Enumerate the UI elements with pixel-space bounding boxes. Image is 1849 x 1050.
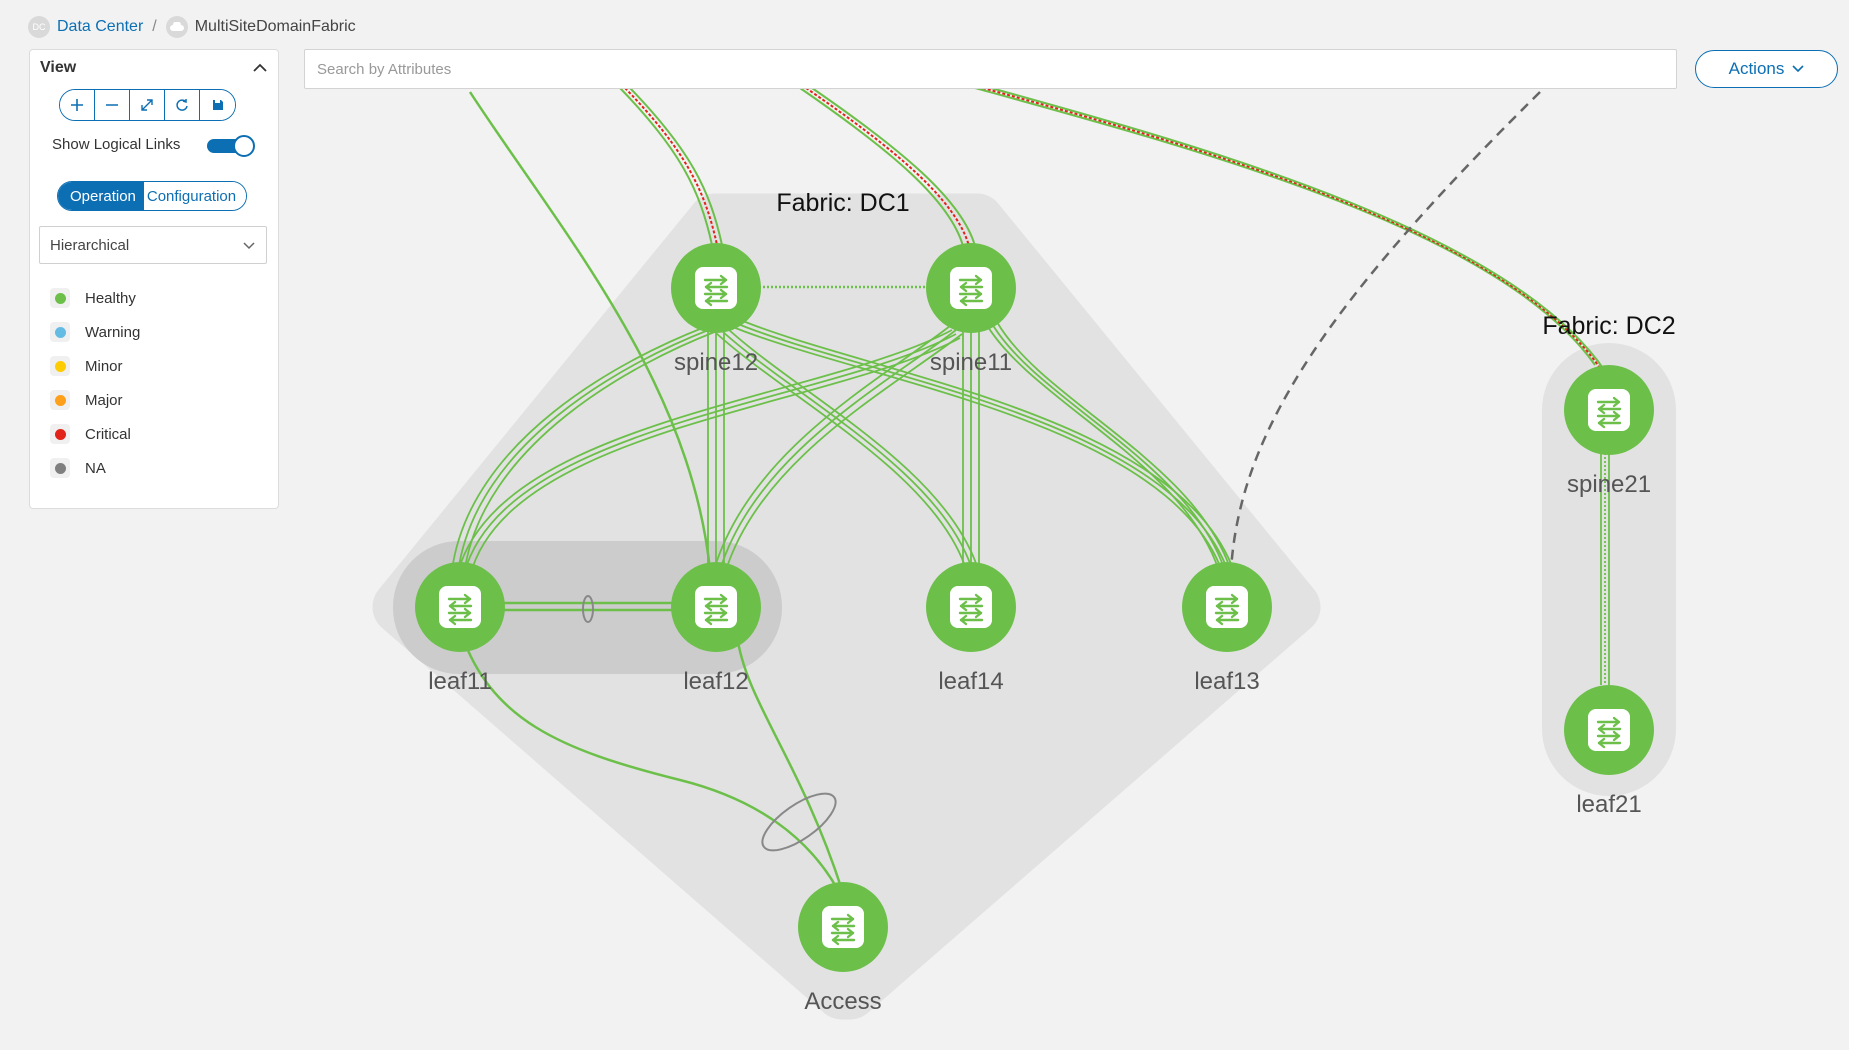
switch-icon [948, 584, 994, 630]
node-access[interactable]: Access [798, 882, 888, 1015]
node-leaf21[interactable]: leaf21 [1564, 685, 1654, 818]
layout-select-value: Hierarchical [50, 237, 130, 254]
zoom-in-button[interactable] [60, 90, 95, 120]
legend-item-healthy: Healthy [50, 281, 140, 315]
switch-icon [693, 584, 739, 630]
link-external-spine21[interactable] [974, 87, 1606, 372]
minus-icon [106, 104, 118, 106]
legend-label: Critical [85, 425, 131, 443]
node-label: leaf21 [1576, 791, 1641, 818]
link-leaf12-access[interactable] [735, 634, 844, 891]
actions-label: Actions [1728, 59, 1785, 78]
node-label: spine12 [674, 349, 758, 376]
fit-expand-icon [141, 99, 153, 111]
breadcrumb-separator: / [152, 18, 157, 35]
plus-icon [71, 99, 83, 111]
node-label: spine11 [930, 349, 1012, 376]
minor-status-dot-icon [54, 360, 66, 372]
breadcrumb: DC Data Center / MultiSiteDomainFabric [28, 14, 356, 40]
switch-icon [437, 584, 483, 630]
legend-item-minor: Minor [50, 349, 140, 383]
major-status-dot-icon [54, 394, 66, 406]
switch-icon [948, 265, 994, 311]
node-leaf14[interactable]: leaf14 [926, 562, 1016, 695]
switch-icon [1204, 584, 1250, 630]
node-label: leaf12 [683, 668, 748, 695]
switch-icon [1586, 387, 1632, 433]
node-label: leaf13 [1194, 668, 1259, 695]
data-center-icon: DC [28, 16, 50, 38]
node-spine21[interactable]: spine21 [1564, 365, 1654, 498]
chevron-down-icon [243, 242, 255, 250]
toggle-knob [233, 135, 255, 157]
node-label: leaf14 [938, 668, 1003, 695]
na-status-dot-icon [54, 462, 66, 474]
save-icon [212, 100, 223, 110]
node-leaf13[interactable]: leaf13 [1182, 562, 1272, 695]
view-panel-title: View [40, 59, 77, 76]
fabric-dc2-label: Fabric: DC2 [1542, 312, 1675, 340]
mode-segmented-control: Operation Configuration [57, 181, 248, 211]
legend-label: Major [85, 391, 123, 409]
legend-label: NA [85, 459, 106, 477]
legend-item-na: NA [50, 451, 140, 485]
breadcrumb-data-center[interactable]: Data Center [57, 18, 144, 35]
link-spine12-leaf13[interactable] [727, 318, 1233, 567]
link-spine12-leaf11[interactable] [451, 326, 718, 575]
link-spine11-leaf12[interactable] [713, 325, 963, 571]
node-label: Access [804, 988, 881, 1015]
show-logical-links-toggle[interactable] [207, 135, 255, 157]
refresh-icon [176, 99, 188, 111]
link-external-spine11[interactable] [799, 87, 976, 247]
link-leaf11-access[interactable] [458, 629, 840, 891]
switch-icon [693, 265, 739, 311]
node-label: leaf11 [428, 668, 492, 695]
status-legend: Healthy Warning Minor Major Critical NA [50, 281, 140, 485]
legend-label: Warning [85, 323, 141, 341]
fit-to-screen-button[interactable] [130, 90, 165, 120]
tab-configuration[interactable]: Configuration [143, 182, 247, 210]
link-spine12-leaf14[interactable] [715, 328, 978, 567]
refresh-button[interactable] [165, 90, 200, 120]
chevron-down-icon [1792, 65, 1804, 73]
chevron-up-icon[interactable] [252, 62, 268, 74]
node-spine11[interactable]: spine11 [926, 243, 1016, 376]
link-spine21-leaf21[interactable] [1600, 445, 1610, 685]
breadcrumb-current: MultiSiteDomainFabric [194, 18, 356, 35]
layout-select[interactable]: Hierarchical [39, 226, 267, 264]
node-label: spine21 [1567, 471, 1651, 498]
link-spine11-leaf14[interactable] [962, 330, 980, 566]
zoom-out-button[interactable] [95, 90, 130, 120]
legend-label: Minor [85, 357, 123, 375]
switch-icon [820, 904, 866, 950]
port-channel-indicator [761, 792, 837, 852]
node-leaf12[interactable]: leaf12 [671, 562, 761, 695]
node-spine12[interactable]: spine12 [671, 243, 761, 376]
switch-icon [1586, 707, 1632, 753]
fabric-dc1-label: Fabric: DC1 [776, 189, 909, 217]
node-leaf11[interactable]: leaf11 [415, 562, 505, 695]
healthy-status-dot-icon [54, 292, 66, 304]
save-layout-button[interactable] [200, 90, 235, 120]
link-external-leaf12[interactable] [468, 91, 712, 571]
show-logical-links-label: Show Logical Links [52, 136, 181, 153]
legend-item-critical: Critical [50, 417, 140, 451]
legend-item-major: Major [50, 383, 140, 417]
link-spine12-leaf12[interactable] [707, 330, 725, 570]
search-input[interactable] [304, 49, 1677, 89]
zoom-controls [59, 89, 236, 121]
warning-status-dot-icon [54, 326, 66, 338]
view-panel: View Show Logical Links Operation Config… [29, 49, 279, 509]
fabric-cloud-icon [165, 16, 188, 38]
link-external-spine12[interactable] [619, 87, 723, 246]
logical-link-leaf13[interactable] [1229, 91, 1541, 571]
critical-status-dot-icon [54, 428, 66, 440]
vpc-peer-indicator [582, 595, 594, 623]
legend-item-warning: Warning [50, 315, 140, 349]
actions-button[interactable]: Actions [1695, 50, 1838, 88]
tab-operation[interactable]: Operation [58, 182, 144, 210]
link-spine11-leaf13[interactable] [984, 321, 1231, 569]
legend-label: Healthy [85, 289, 136, 307]
